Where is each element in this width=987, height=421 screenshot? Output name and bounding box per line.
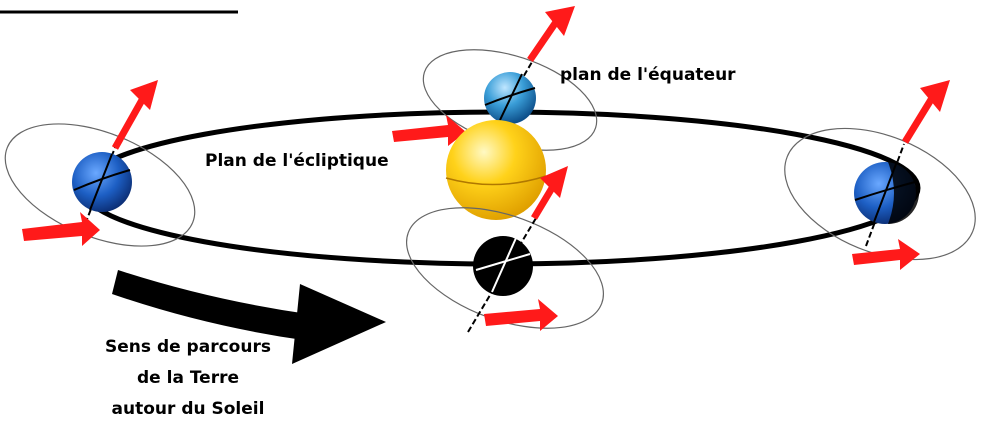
sun — [445, 120, 547, 220]
axis-arrow-left — [111, 80, 158, 150]
direction-arrow — [112, 270, 386, 364]
motion-arrow-right — [852, 239, 920, 270]
earth-top — [392, 6, 598, 151]
label-direction-line1: Sens de parcours — [105, 337, 271, 357]
motion-arrow-top — [392, 115, 466, 146]
axis-arrow-top — [527, 6, 575, 62]
earth-left — [4, 80, 196, 247]
motion-arrow-left — [22, 212, 100, 246]
sun-sphere — [446, 120, 546, 220]
axis-arrow-right — [902, 80, 950, 144]
earth-right — [784, 80, 976, 270]
label-direction-line3: autour du Soleil — [112, 399, 265, 419]
motion-arrow-bottom — [484, 299, 558, 331]
equator-plane-right — [784, 127, 976, 261]
label-equator-plane: plan de l'équateur — [560, 65, 736, 85]
label-direction-line2: de la Terre — [137, 368, 239, 388]
earth-bottom — [405, 166, 605, 333]
label-ecliptic-plane: Plan de l'écliptique — [205, 151, 389, 171]
axis-arrow-bottom — [530, 166, 568, 220]
rotation-axis-bottom — [467, 197, 549, 333]
